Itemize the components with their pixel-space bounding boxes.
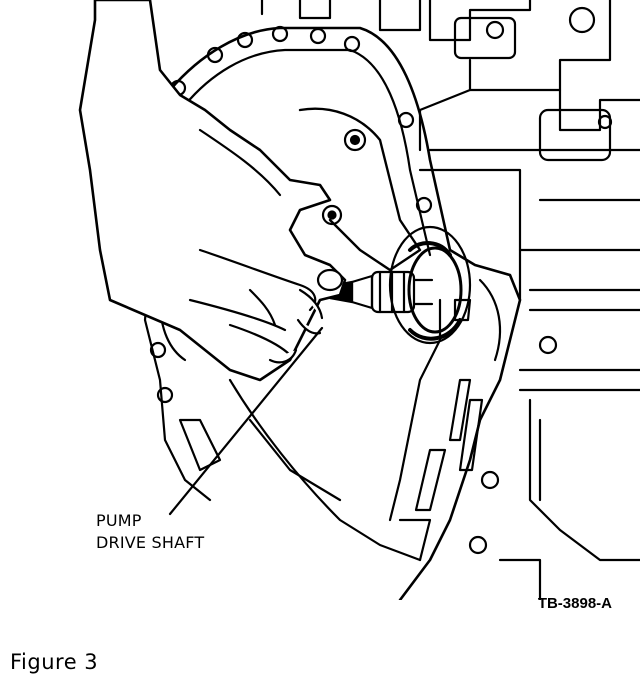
callout-leader-line [168, 326, 324, 516]
callout-line-2: DRIVE SHAFT [96, 533, 205, 552]
hand-drawing [78, 0, 347, 382]
pump-drive-shaft-illustration [78, 0, 640, 600]
figure-caption: Figure 3 [10, 650, 99, 674]
pump-drive-shaft-label: PUMP DRIVE SHAFT [96, 510, 204, 554]
callout-line-1: PUMP [96, 511, 142, 530]
reference-code: TB-3898-A [537, 595, 612, 612]
engine-block-drawing [260, 0, 640, 600]
